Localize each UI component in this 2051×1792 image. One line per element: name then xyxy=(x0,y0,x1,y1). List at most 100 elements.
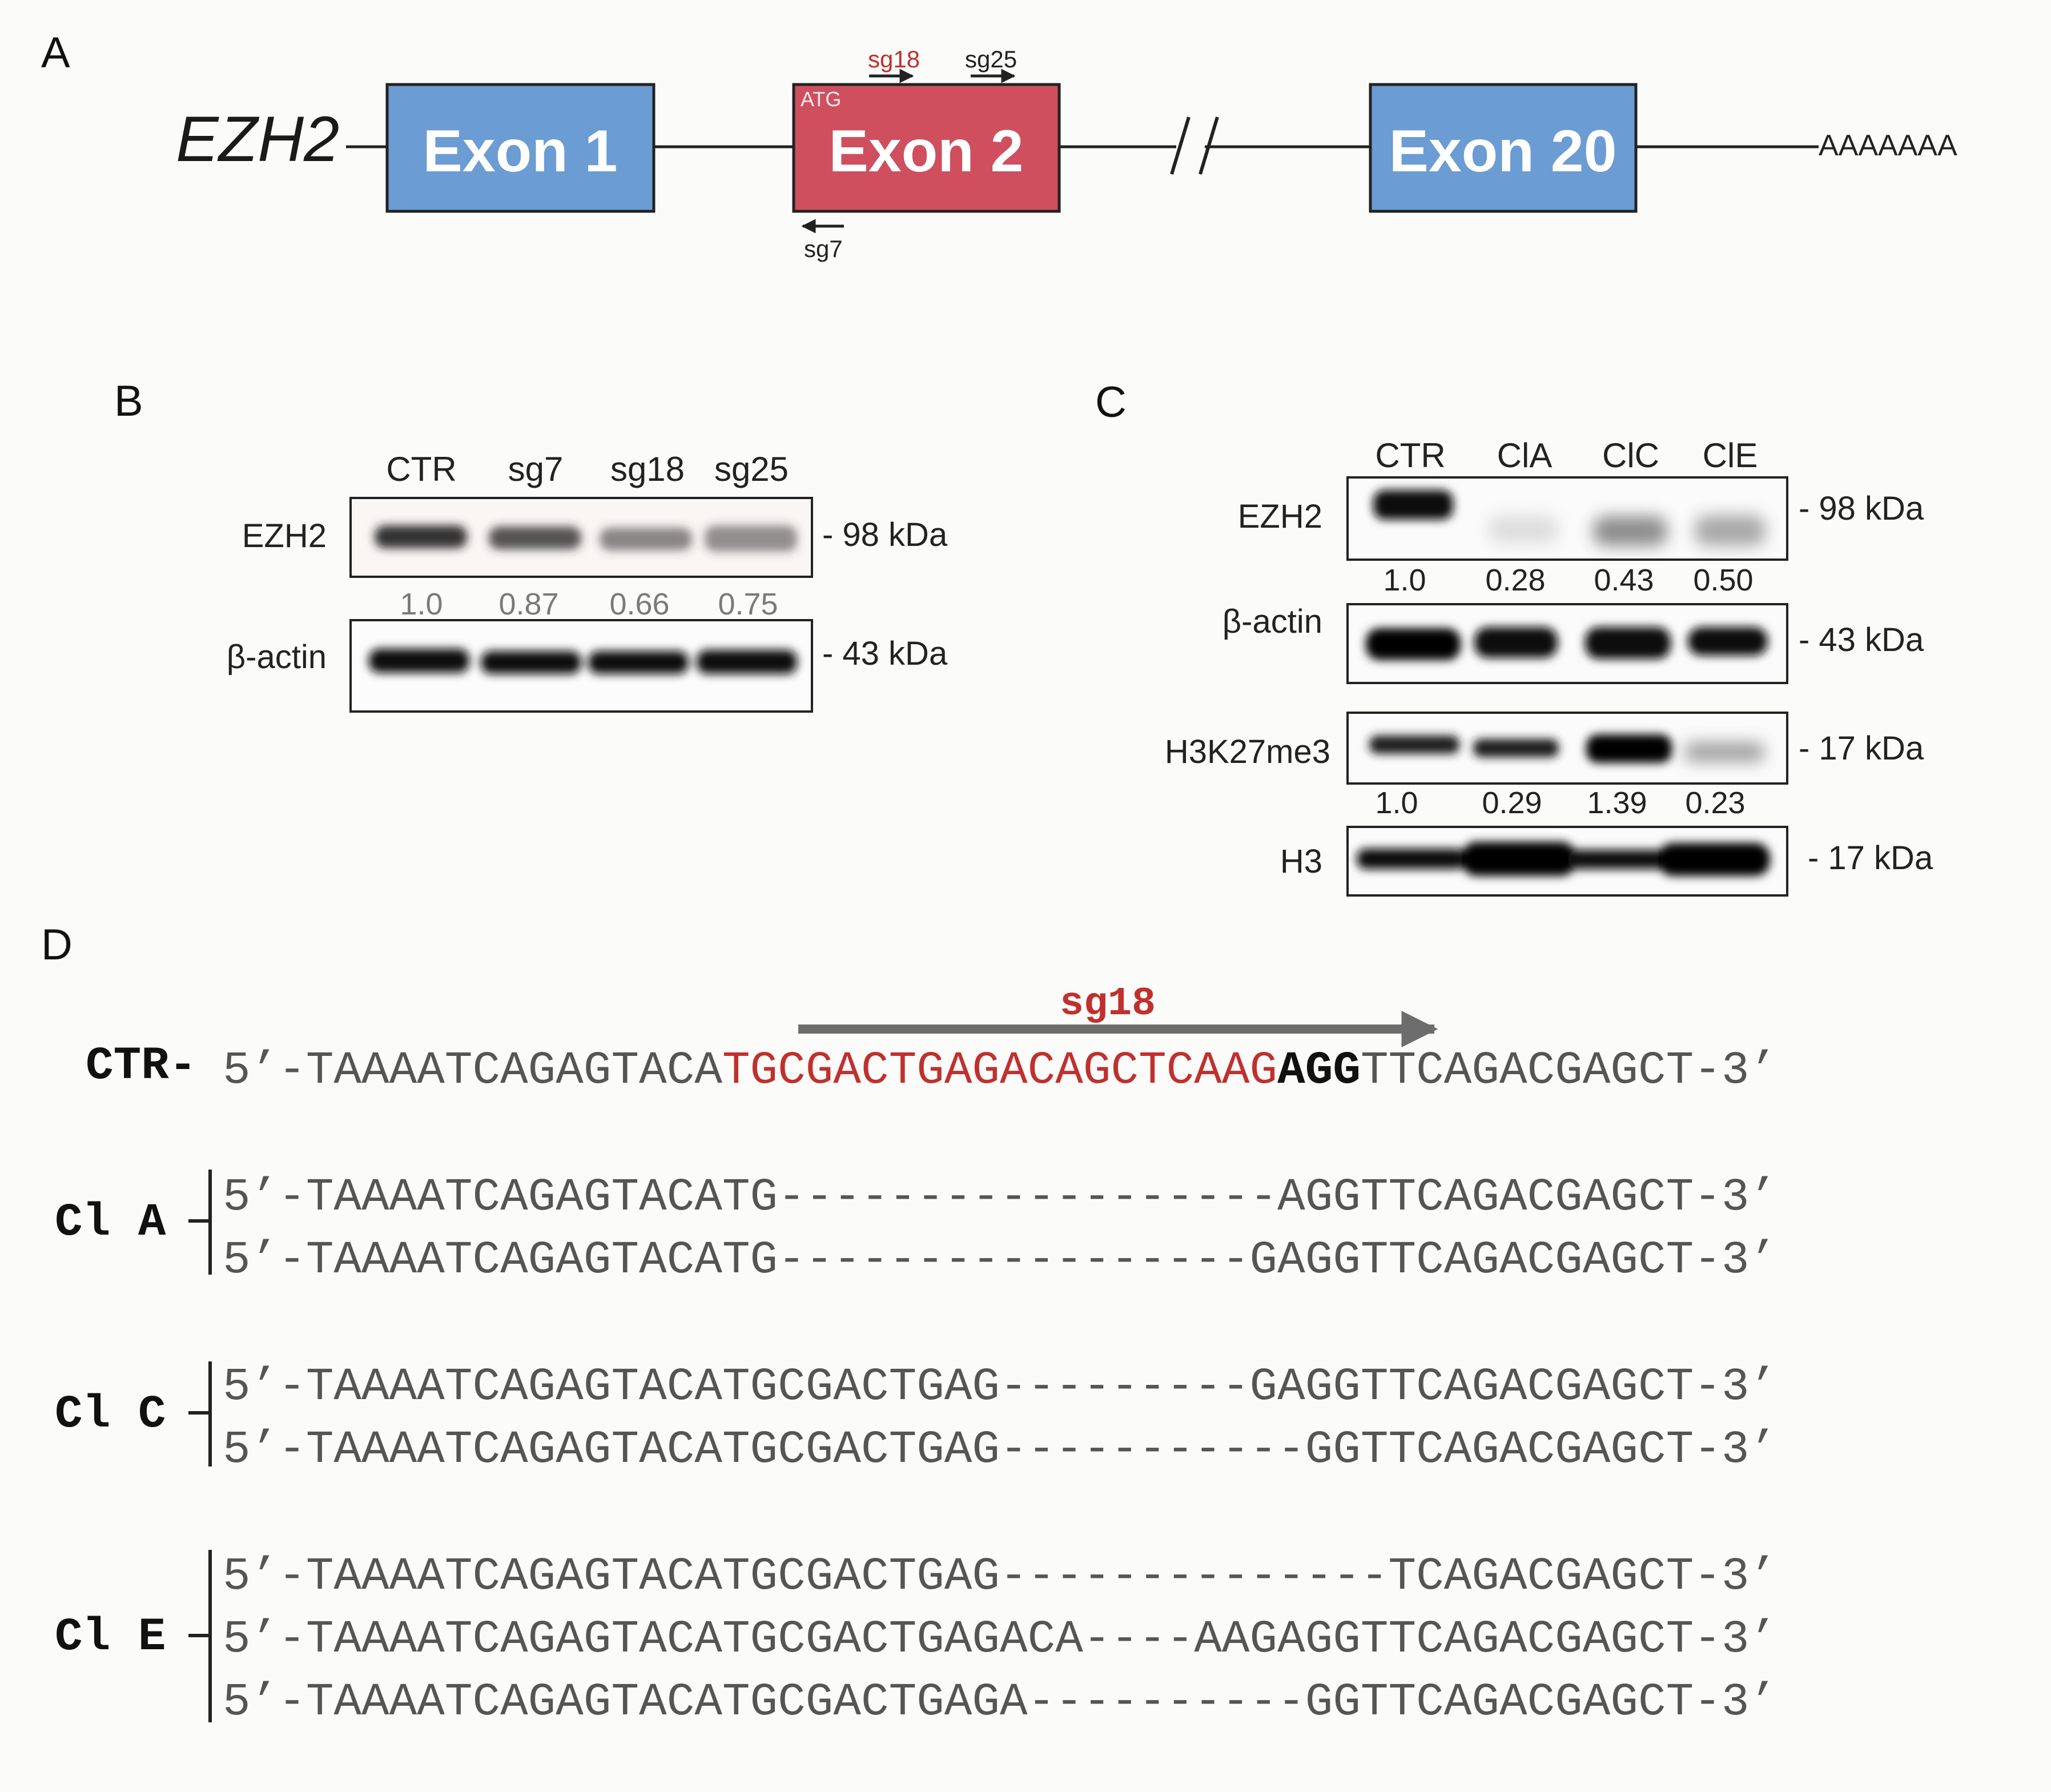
band xyxy=(1488,515,1559,544)
exon-1-box xyxy=(385,83,655,213)
band xyxy=(1369,736,1459,754)
band xyxy=(1568,850,1665,869)
panel-d-label: D xyxy=(41,921,73,969)
kda-label: - 43 kDa xyxy=(822,635,948,672)
band xyxy=(705,525,797,552)
band xyxy=(1462,842,1576,876)
lane-label: ClE xyxy=(1703,436,1758,475)
quant-value: 0.50 xyxy=(1693,563,1753,597)
panel-a-label: A xyxy=(41,29,70,77)
band xyxy=(489,527,581,549)
kda-label: - 98 kDa xyxy=(822,516,948,553)
clone-sequence: 5’-TAAAATCAGAGTACATG-----------------GAG… xyxy=(223,1235,1777,1287)
band xyxy=(369,649,469,673)
protein-label: H3K27me3 xyxy=(1165,733,1330,770)
panel-b-label: B xyxy=(114,377,143,425)
panel-c: C CTR ClA ClC ClE EZH2 - 98 kDa 1.0 0.28… xyxy=(1095,378,1933,897)
band xyxy=(1658,843,1770,876)
seq-prefix: 5’-TAAAATCAGAGTACA xyxy=(223,1045,722,1097)
band xyxy=(1695,515,1766,546)
band xyxy=(1586,734,1672,763)
band xyxy=(1474,627,1558,658)
protein-label: EZH2 xyxy=(242,517,327,555)
quant-value: 0.23 xyxy=(1685,786,1745,820)
quant-value: 1.0 xyxy=(1375,786,1418,820)
blot-bands xyxy=(1366,627,1768,660)
quant-value: 1.39 xyxy=(1587,786,1647,820)
break-mark xyxy=(1199,116,1219,175)
sg18-sequence-label: sg18 xyxy=(1060,982,1156,1027)
clone-sequence: 5’-TAAAATCAGAGTACATGCGACTGAG------------… xyxy=(223,1551,1777,1603)
blot-bands xyxy=(1373,490,1766,546)
lane-label: CTR xyxy=(1375,436,1445,475)
blot-bands xyxy=(1357,842,1770,876)
kda-label: - 98 kDa xyxy=(1799,490,1924,527)
atg-label: ATG xyxy=(801,87,841,111)
panel-c-label: C xyxy=(1095,378,1127,427)
clone-sequence: 5’-TAAAATCAGAGTACATG------------------AG… xyxy=(223,1172,1777,1224)
seq-suffix: TTCAGACGAGCT-3’ xyxy=(1361,1045,1777,1097)
panel-b: B CTR sg7 sg18 sg25 EZH2 - 98 kDa 1.0 0.… xyxy=(114,377,948,713)
panel-d: D sg18 CTR- 5’-TAAAATCAGAGTACATGCGACTGAG… xyxy=(41,921,1777,1729)
seq-pam: AGG xyxy=(1277,1045,1361,1097)
quant-value: 0.29 xyxy=(1482,786,1542,820)
poly-a-tail: AAAAAAA xyxy=(1819,129,1957,162)
protein-label: EZH2 xyxy=(1238,498,1322,535)
ctr-label: CTR- xyxy=(86,1040,196,1092)
band xyxy=(1593,516,1667,546)
quant-value: 0.87 xyxy=(498,587,558,621)
quant-value: 0.28 xyxy=(1485,563,1545,597)
seq-guide: TGCGACTGAGACAGCTCAAG xyxy=(722,1045,1277,1097)
band xyxy=(1585,627,1671,659)
band xyxy=(1373,490,1453,520)
panel-a: A EZH2 Exon 1 Exon 2 ATG Exon 20 AAAAAAA… xyxy=(41,29,1957,262)
exon-2-label: Exon 2 xyxy=(829,118,1024,184)
band xyxy=(588,651,689,674)
gene-name: EZH2 xyxy=(176,103,339,175)
band xyxy=(1357,849,1465,869)
band xyxy=(375,525,467,548)
band xyxy=(1366,628,1461,660)
quant-value: 0.75 xyxy=(718,587,778,621)
break-mark xyxy=(1170,116,1191,175)
blot-bands xyxy=(369,649,797,674)
band xyxy=(697,650,797,674)
quant-value: 1.0 xyxy=(1383,563,1426,597)
lane-label: CTR xyxy=(386,450,456,488)
kda-label: - 17 kDa xyxy=(1799,730,1924,767)
lane-label: sg7 xyxy=(508,450,564,488)
exon-20-box xyxy=(1369,83,1638,213)
clone-label: Cl E xyxy=(55,1612,166,1664)
quant-value: 1.0 xyxy=(400,587,443,621)
lane-label: ClC xyxy=(1602,436,1659,475)
band xyxy=(481,651,581,674)
quant-value: 0.43 xyxy=(1594,563,1654,597)
clone-sequence: 5’-TAAAATCAGAGTACATGCGACTGAGACA----AAGAG… xyxy=(223,1614,1777,1666)
clone-label: Cl C xyxy=(55,1389,166,1441)
kda-label: - 43 kDa xyxy=(1799,621,1924,658)
exon-20-label: Exon 20 xyxy=(1389,118,1617,184)
clone-label: Cl A xyxy=(55,1197,166,1249)
band xyxy=(1473,739,1559,757)
lane-label: ClA xyxy=(1497,436,1553,475)
lane-label: sg25 xyxy=(714,450,789,488)
clone-sequence: 5’-TAAAATCAGAGTACATGCGACTGAG-----------G… xyxy=(223,1424,1777,1476)
kda-label: - 17 kDa xyxy=(1808,839,1933,877)
lane-label: sg18 xyxy=(610,450,685,488)
band xyxy=(1688,627,1768,656)
sg18-guide-label: sg18 xyxy=(868,46,920,73)
clone-sequence: 5’-TAAAATCAGAGTACATGCGACTGAGA----------G… xyxy=(223,1677,1777,1729)
exon-2-box xyxy=(792,83,1061,213)
band xyxy=(600,528,692,551)
quant-value: 0.66 xyxy=(609,587,669,621)
sg25-guide-label: sg25 xyxy=(965,46,1017,73)
band xyxy=(1684,742,1764,762)
sg7-guide-label: sg7 xyxy=(804,235,843,262)
clone-sequence: 5’-TAAAATCAGAGTACATGCGACTGAG---------GAG… xyxy=(223,1361,1777,1413)
blot-bands xyxy=(375,525,797,552)
protein-label: β-actin xyxy=(227,638,327,676)
blot-bands xyxy=(1369,734,1764,763)
exon-1-label: Exon 1 xyxy=(423,118,618,184)
ctr-sequence: 5’-TAAAATCAGAGTACATGCGACTGAGACAGCTCAAGAG… xyxy=(223,1045,1777,1097)
